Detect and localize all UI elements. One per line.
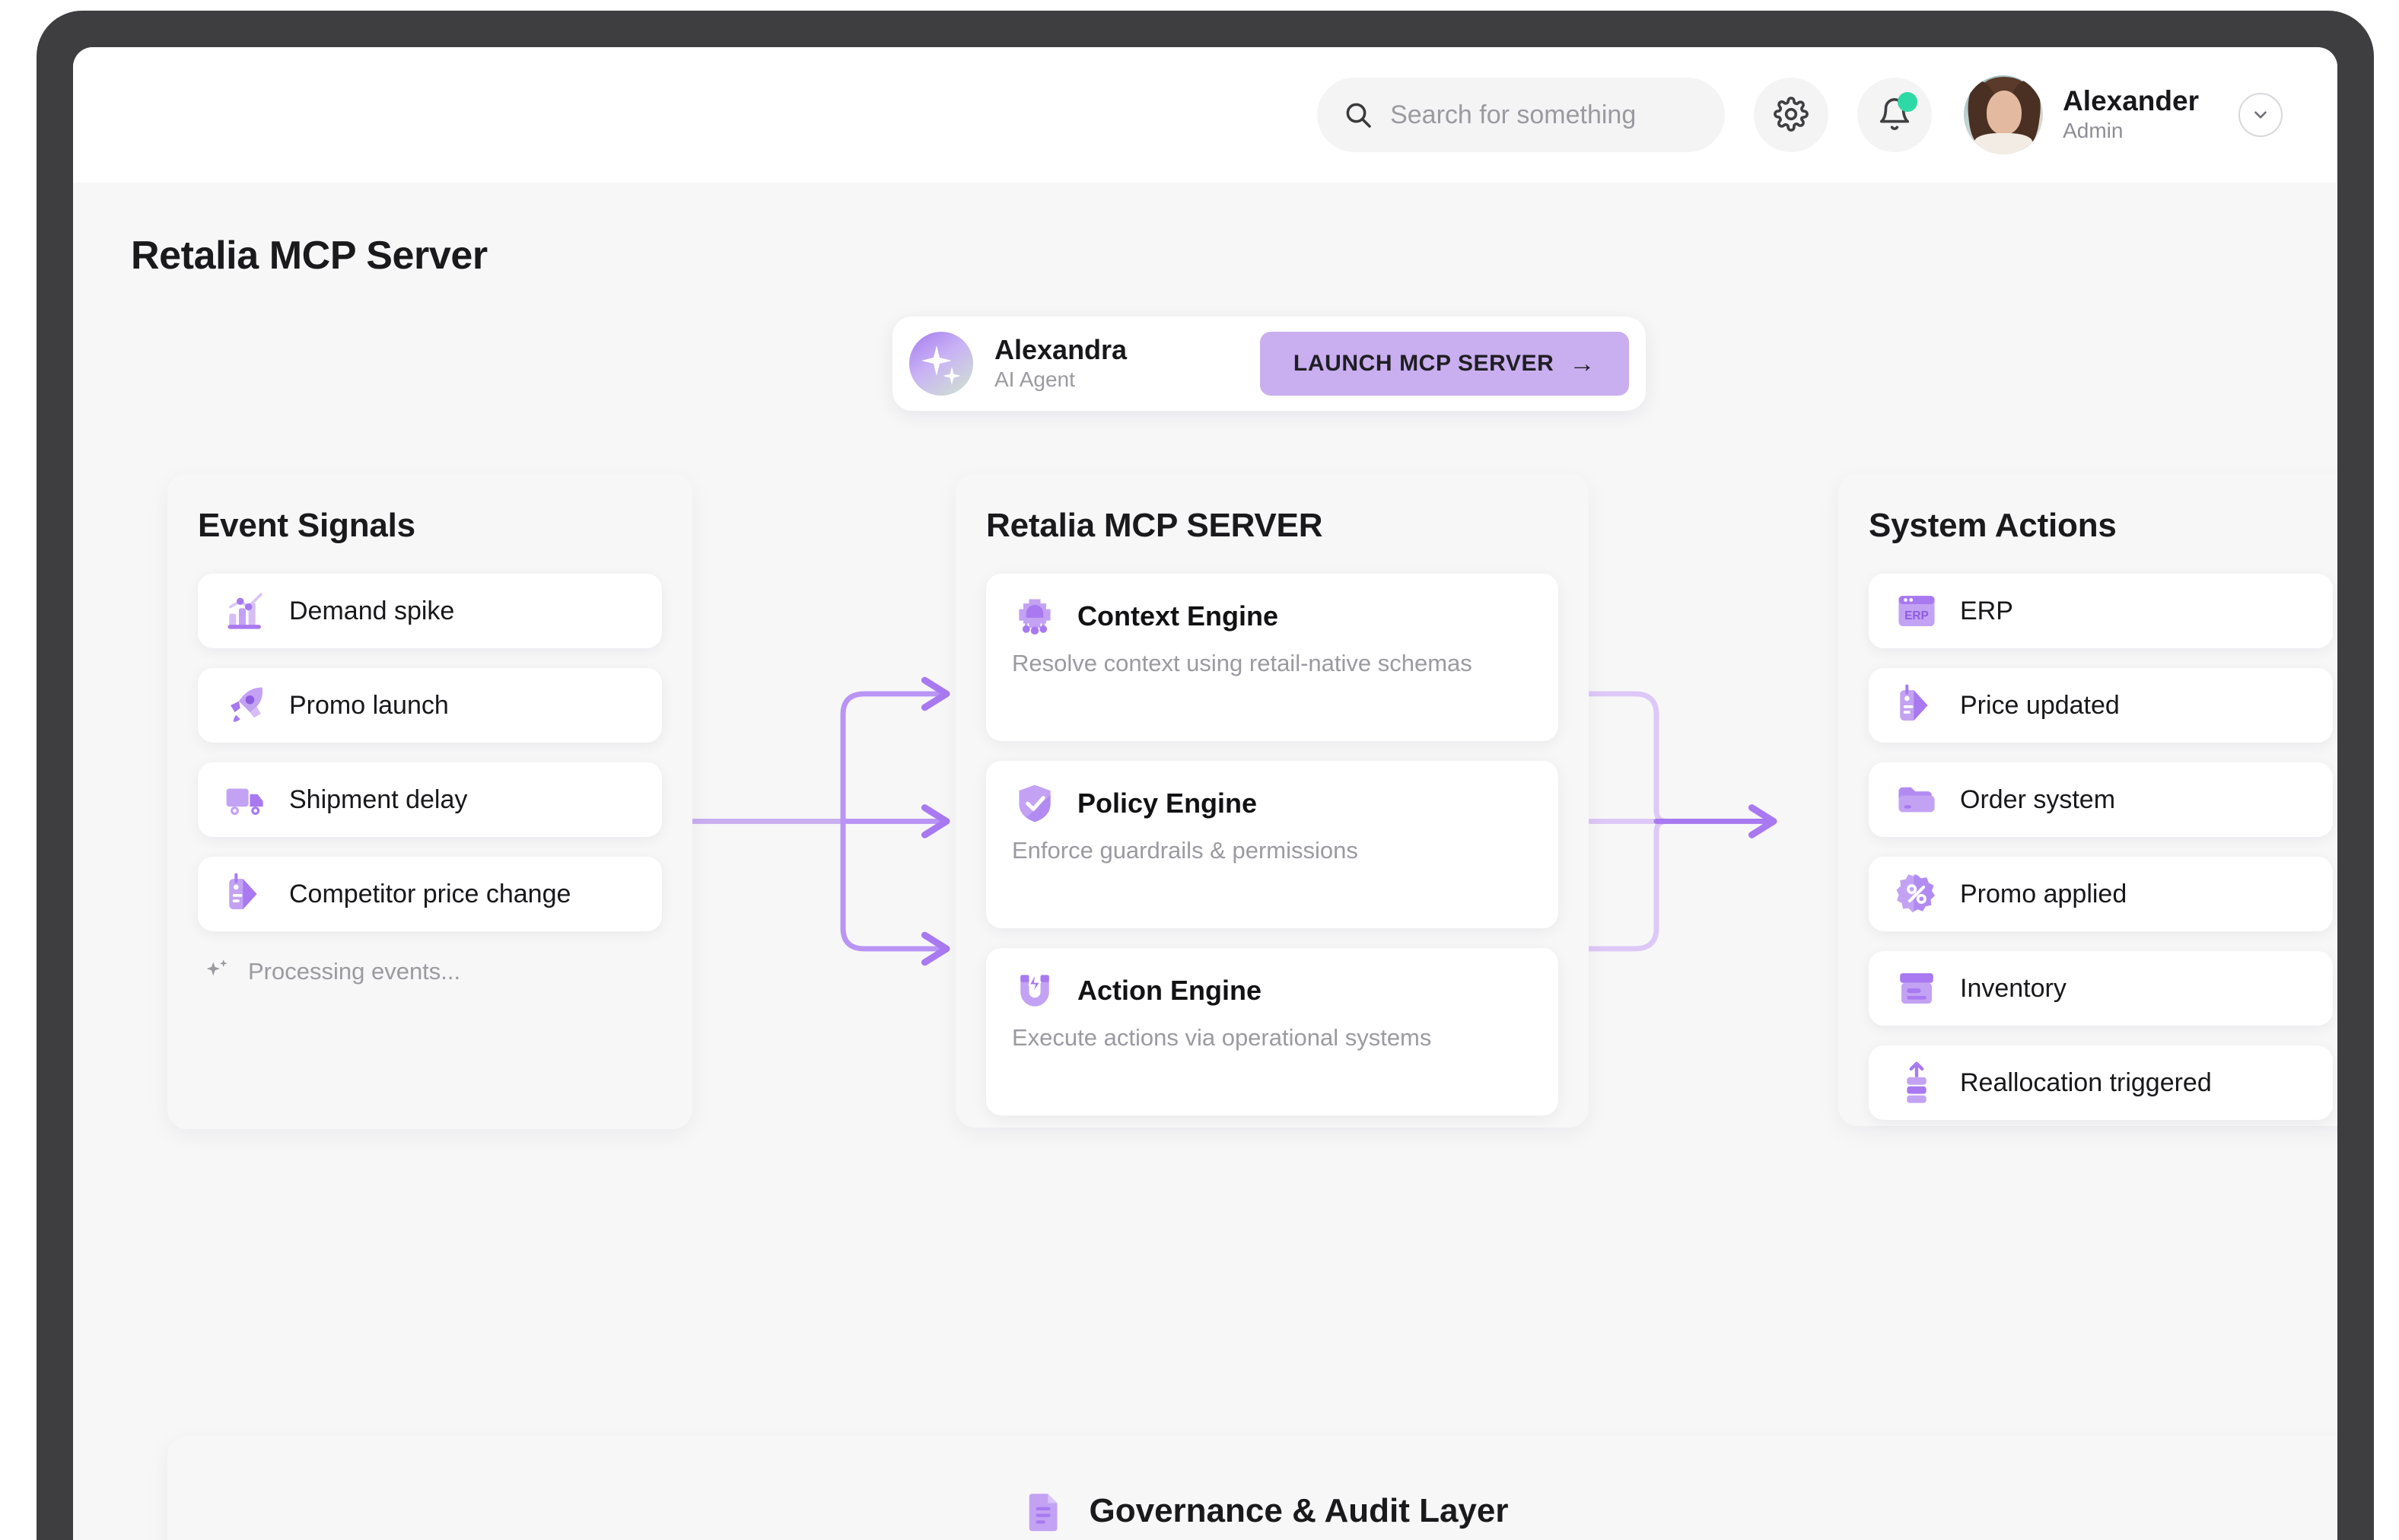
engine-card-policy[interactable]: Policy Engine Enforce guardrails & permi… xyxy=(986,761,1558,928)
list-item[interactable]: Reallocation triggered xyxy=(1869,1045,2333,1120)
truck-icon xyxy=(224,778,268,822)
agent-sparkle-avatar-icon xyxy=(909,332,973,396)
processing-status-text: Processing events... xyxy=(248,958,461,985)
processing-status: Processing events... xyxy=(198,957,662,986)
ai-agent-banner: Alexandra AI Agent LAUNCH MCP SERVER → xyxy=(892,317,1646,411)
search-input[interactable] xyxy=(1390,100,1700,130)
engine-description: Execute actions via operational systems xyxy=(1012,1024,1432,1051)
engine-title: Context Engine xyxy=(1077,600,1279,632)
list-item-label: Promo applied xyxy=(1960,879,2127,908)
discount-badge-icon xyxy=(1895,872,1939,916)
sparkles-icon xyxy=(202,957,231,986)
app-screen: Alexander Admin Retalia MCP Server Alexa… xyxy=(73,47,2337,1540)
list-item[interactable]: Shipment delay xyxy=(198,762,662,837)
arrow-right-icon: → xyxy=(1569,349,1596,378)
list-item[interactable]: ERP ERP xyxy=(1869,574,2333,648)
search-box[interactable] xyxy=(1317,78,1726,152)
list-item-label: ERP xyxy=(1960,596,2013,625)
chevron-down-icon[interactable] xyxy=(2238,93,2283,137)
top-bar: Alexander Admin xyxy=(73,47,2337,183)
chart-growth-icon xyxy=(224,589,268,633)
launch-mcp-server-button[interactable]: LAUNCH MCP SERVER → xyxy=(1259,332,1629,396)
system-actions-title: System Actions xyxy=(1869,507,2117,544)
governance-audit-panel: Governance & Audit Layer Full provenance… xyxy=(167,1437,2337,1540)
folder-icon xyxy=(1895,778,1939,822)
list-item-label: Price updated xyxy=(1960,690,2120,720)
mcp-server-title: Retalia MCP SERVER xyxy=(986,507,1323,544)
agent-name: Alexandra xyxy=(994,334,1128,366)
rocket-icon xyxy=(224,683,268,727)
price-tag-icon xyxy=(1895,683,1939,727)
list-item-label: Competitor price change xyxy=(289,879,571,908)
notifications-button[interactable] xyxy=(1857,78,1933,152)
engine-description: Enforce guardrails & permissions xyxy=(1012,837,1358,864)
governance-title: Governance & Audit Layer xyxy=(1089,1492,1509,1529)
user-role: Admin xyxy=(2063,119,2124,143)
price-tag-icon xyxy=(224,872,268,916)
engine-title: Action Engine xyxy=(1077,975,1262,1006)
stack-up-arrow-icon xyxy=(1895,1061,1939,1105)
svg-text:ERP: ERP xyxy=(1904,609,1929,622)
list-item-label: Reallocation triggered xyxy=(1960,1068,2212,1097)
shield-check-icon xyxy=(1012,781,1058,826)
device-bezel: Alexander Admin Retalia MCP Server Alexa… xyxy=(37,11,2374,1540)
event-signals-column: Event Signals Demand spike xyxy=(167,473,692,1129)
list-item-label: Demand spike xyxy=(289,596,455,625)
engine-description: Resolve context using retail-native sche… xyxy=(1012,650,1472,676)
list-item-label: Order system xyxy=(1960,784,2116,814)
avatar xyxy=(1964,75,2044,154)
settings-button[interactable] xyxy=(1754,78,1829,152)
notification-badge xyxy=(1898,92,1918,112)
list-item[interactable]: Promo launch xyxy=(198,668,662,743)
list-item-label: Promo launch xyxy=(289,690,449,720)
list-item[interactable]: Demand spike xyxy=(198,574,662,648)
engine-title: Policy Engine xyxy=(1077,788,1258,819)
mcp-server-column: Retalia MCP SERVER Context Engine xyxy=(956,473,1589,1128)
context-gear-nodes-icon xyxy=(1012,593,1058,639)
gear-icon xyxy=(1774,96,1809,134)
list-item[interactable]: Price updated xyxy=(1869,668,2333,743)
list-item[interactable]: Inventory xyxy=(1869,951,2333,1026)
list-item-label: Shipment delay xyxy=(289,784,468,814)
agent-role: AI Agent xyxy=(994,368,1075,392)
main-content: Retalia MCP Server Alexandra AI Agent LA… xyxy=(73,183,2337,1540)
user-name: Alexander xyxy=(2063,84,2199,116)
list-item[interactable]: Order system xyxy=(1869,762,2333,837)
document-lines-icon xyxy=(1023,1490,1065,1532)
magnet-bolt-icon xyxy=(1012,968,1058,1013)
event-signals-title: Event Signals xyxy=(198,507,415,544)
list-item[interactable]: Competitor price change xyxy=(198,857,662,931)
search-icon xyxy=(1343,100,1373,130)
engine-card-action[interactable]: Action Engine Execute actions via operat… xyxy=(986,948,1558,1115)
launch-button-label: LAUNCH MCP SERVER xyxy=(1293,351,1554,376)
user-menu[interactable]: Alexander Admin xyxy=(1964,75,2283,154)
list-item-label: Inventory xyxy=(1960,973,2067,1003)
list-item[interactable]: Promo applied xyxy=(1869,857,2333,931)
page-title: Retalia MCP Server xyxy=(131,234,488,278)
inventory-box-icon xyxy=(1895,966,1939,1010)
system-actions-column: System Actions ERP ERP xyxy=(1838,473,2337,1126)
erp-window-icon: ERP xyxy=(1895,589,1939,633)
engine-card-context[interactable]: Context Engine Resolve context using ret… xyxy=(986,574,1558,741)
